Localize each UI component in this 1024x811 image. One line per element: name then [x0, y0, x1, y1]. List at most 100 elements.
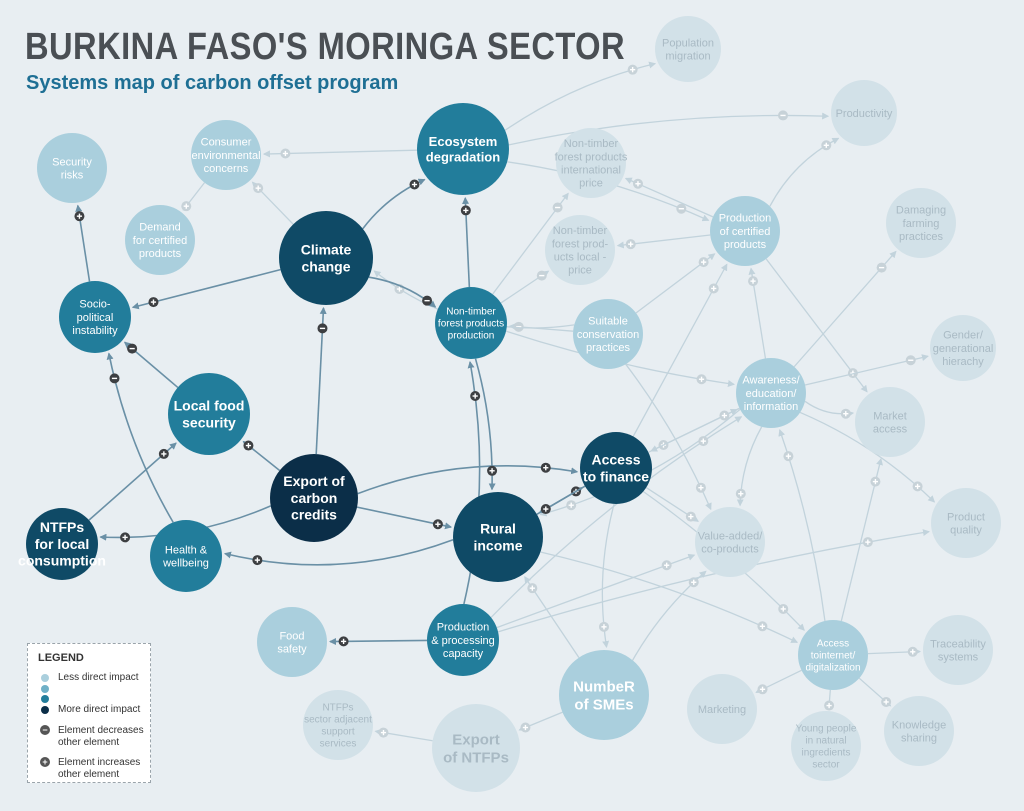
node-health: Health &wellbeing	[150, 520, 222, 592]
plus-icon	[566, 500, 577, 511]
minus-icon	[676, 203, 687, 214]
plus-icon	[696, 374, 707, 385]
node-circle	[791, 711, 861, 781]
legend-title: LEGEND	[38, 652, 84, 664]
plus-icon	[625, 239, 636, 250]
node-circle	[580, 432, 652, 504]
plus-icon	[409, 179, 420, 190]
node-label: Awareness/education/information	[742, 375, 800, 413]
page-title: BURKINA FASO'S MORINGA SECTOR	[25, 26, 626, 68]
node-circle	[695, 507, 765, 577]
node-circle	[545, 215, 615, 285]
plus-icon	[252, 555, 263, 566]
plus-icon	[840, 408, 851, 419]
minus-icon	[317, 323, 328, 334]
plus-icon	[338, 636, 349, 647]
node-circle	[556, 128, 626, 198]
minus-icon	[513, 321, 524, 332]
plus-icon: +	[40, 757, 50, 767]
node-label: Marketing	[698, 704, 746, 716]
plus-icon	[74, 211, 85, 222]
legend-increases: + Element increases other element	[38, 757, 150, 781]
minus-icon	[109, 373, 120, 384]
plus-icon	[748, 276, 759, 287]
plus-icon	[540, 504, 551, 515]
node-circle	[884, 696, 954, 766]
minus-icon: −	[40, 725, 50, 735]
plus-icon	[862, 537, 873, 548]
plus-icon	[540, 462, 551, 473]
node-label: Health &wellbeing	[162, 544, 209, 569]
plus-icon	[632, 178, 643, 189]
legend-decreases-label: Element decreases other element	[58, 725, 144, 748]
plus-icon	[870, 476, 881, 487]
node-circle	[59, 281, 131, 353]
node-marketing: Marketing	[687, 674, 757, 744]
plus-icon	[698, 257, 709, 268]
legend-more-direct-label: More direct impact	[58, 704, 141, 715]
legend-less-direct: Less direct impact	[38, 672, 150, 684]
node-circle	[710, 196, 780, 266]
minus-icon	[778, 110, 789, 121]
plus-icon	[661, 560, 672, 571]
legend-decreases: − Element decreases other element	[38, 725, 150, 749]
node-circle	[168, 373, 250, 455]
node-circle	[886, 188, 956, 258]
minus-icon	[876, 262, 887, 273]
plus-icon	[757, 684, 768, 695]
node-circle	[573, 299, 643, 369]
node-value_added: Value-added/co-products	[695, 507, 765, 577]
legend-level-dots-light	[38, 673, 52, 683]
plus-icon	[698, 436, 709, 447]
minus-icon	[536, 270, 547, 281]
plus-icon	[598, 621, 609, 632]
plus-icon	[907, 646, 918, 657]
plus-icon	[824, 700, 835, 711]
node-circle	[435, 287, 507, 359]
node-circle	[125, 205, 195, 275]
node-circle	[798, 620, 868, 690]
plus-icon	[120, 532, 131, 543]
plus-icon	[627, 64, 638, 75]
node-label: Value-added/co-products	[698, 530, 764, 555]
node-circle	[687, 674, 757, 744]
node-circle	[26, 508, 98, 580]
node-circle	[855, 387, 925, 457]
node-circle	[150, 520, 222, 592]
plus-icon	[527, 583, 538, 594]
legend-increases-label: Element increases other element	[58, 757, 141, 780]
plus-icon	[470, 391, 481, 402]
plus-icon	[757, 621, 768, 632]
plus-icon	[243, 440, 254, 451]
